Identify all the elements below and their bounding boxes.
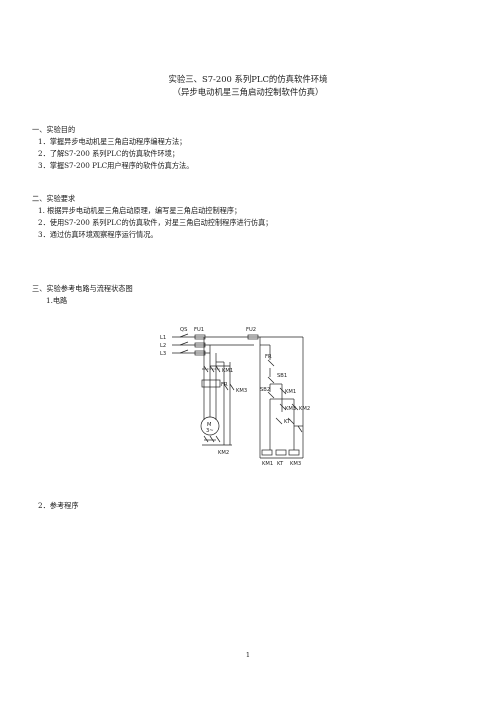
label-l1: L1 <box>160 335 166 341</box>
objective-item-1: 1．掌握异步电动机星三角启动程序编程方法； <box>38 137 187 146</box>
label-km3-interlock: KM3 <box>285 406 296 412</box>
star-delta-circuit-diagram: L1 L2 L3 QS FU1 FU2 FR FR SB1 SB2 KM1 KM… <box>160 327 310 467</box>
doc-subtitle: （异步电动机星三角启动控制软件仿真） <box>172 87 324 97</box>
label-qs: QS <box>180 327 187 333</box>
label-sb1: SB1 <box>277 373 287 379</box>
circuit-subheading: 1.电路 <box>46 296 68 305</box>
label-km1-hold: KM1 <box>285 389 296 395</box>
requirement-item-3: 3．通过仿真环境观察程序运行情况。 <box>38 230 158 239</box>
objective-item-3: 3．掌握S7-200 PLC用户程序的软件仿真方法。 <box>38 161 194 170</box>
objective-item-2: 2．了解S7-200 系列PLC的仿真软件环境； <box>38 149 180 158</box>
label-fr-contact: FR <box>265 354 272 360</box>
label-kt-contact: KT <box>284 419 291 425</box>
label-l2: L2 <box>160 343 166 349</box>
label-km3-main: KM3 <box>236 388 247 394</box>
section-heading-objectives: 一、实验目的 <box>32 125 76 134</box>
label-km2-main: KM2 <box>218 450 229 456</box>
label-km1-coil: KM1 <box>262 461 273 467</box>
label-km2-interlock: KM2 <box>299 406 310 412</box>
label-kt-coil: KT <box>277 461 284 467</box>
program-heading: 2．参考程序 <box>38 501 79 510</box>
doc-title: 实验三、S7-200 系列PLC的仿真软件环境 <box>168 74 328 84</box>
label-sb2: SB2 <box>260 387 270 393</box>
label-motor-phase: 3~ <box>206 428 214 434</box>
section-heading-requirements: 二、实验要求 <box>32 194 76 203</box>
section-heading-circuit: 三、实验参考电路与流程状态图 <box>32 284 133 293</box>
label-fu2: FU2 <box>246 327 256 333</box>
label-fr-heater: FR <box>221 382 228 388</box>
requirement-item-2: 2．使用S7-200 系列PLC的仿真软件，对星三角启动控制程序进行仿真； <box>38 218 273 227</box>
requirement-item-1: 1. 根据异步电动机星三角启动原理，编写星三角启动控制程序； <box>38 206 242 215</box>
label-km3-coil: KM3 <box>290 461 301 467</box>
label-l3: L3 <box>160 351 166 357</box>
label-fu1: FU1 <box>194 327 204 333</box>
label-km1-main: KM1 <box>222 368 233 374</box>
page-number: 1 <box>245 651 251 659</box>
label-motor: M <box>207 422 211 428</box>
